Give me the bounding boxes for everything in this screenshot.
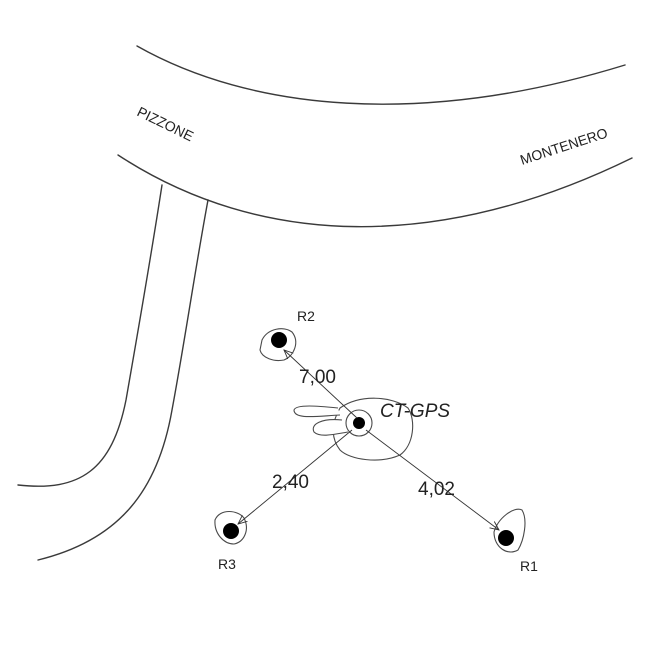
ct-gps-appendage-upper — [293, 405, 341, 418]
ct-gps-marker — [353, 417, 365, 429]
center-label-ct-gps: CT-GPS — [380, 401, 450, 422]
main-road — [117, 45, 633, 228]
side-road-right-edge — [37, 199, 209, 561]
side-road — [17, 184, 209, 561]
r1-outline — [493, 508, 526, 553]
ct-gps-station — [293, 397, 414, 461]
distance-label-r2: 7,00 — [299, 367, 336, 388]
r2-marker — [271, 332, 287, 348]
main-road-bottom-edge — [117, 154, 633, 228]
arrow-to-r2 — [284, 350, 358, 419]
point-label-r2: R2 — [297, 308, 315, 324]
point-label-r1: R1 — [520, 558, 538, 574]
main-road-top-edge — [136, 45, 626, 105]
arrow-to-r3 — [238, 429, 353, 524]
r3-marker — [223, 523, 239, 539]
side-road-left-edge — [17, 184, 163, 487]
distance-label-r1: 4,02 — [418, 479, 455, 500]
place-label-montenero: MONTENERO — [518, 124, 610, 167]
ct-gps-appendage-lower — [312, 419, 349, 436]
point-label-r3: R3 — [218, 556, 236, 572]
point-r1 — [493, 508, 526, 553]
place-label-pizzone: PIZZONE — [135, 103, 197, 144]
point-r3 — [214, 510, 247, 545]
distance-label-r3: 2,40 — [272, 472, 309, 493]
arrow-to-r1 — [365, 429, 499, 530]
r1-marker — [498, 530, 514, 546]
